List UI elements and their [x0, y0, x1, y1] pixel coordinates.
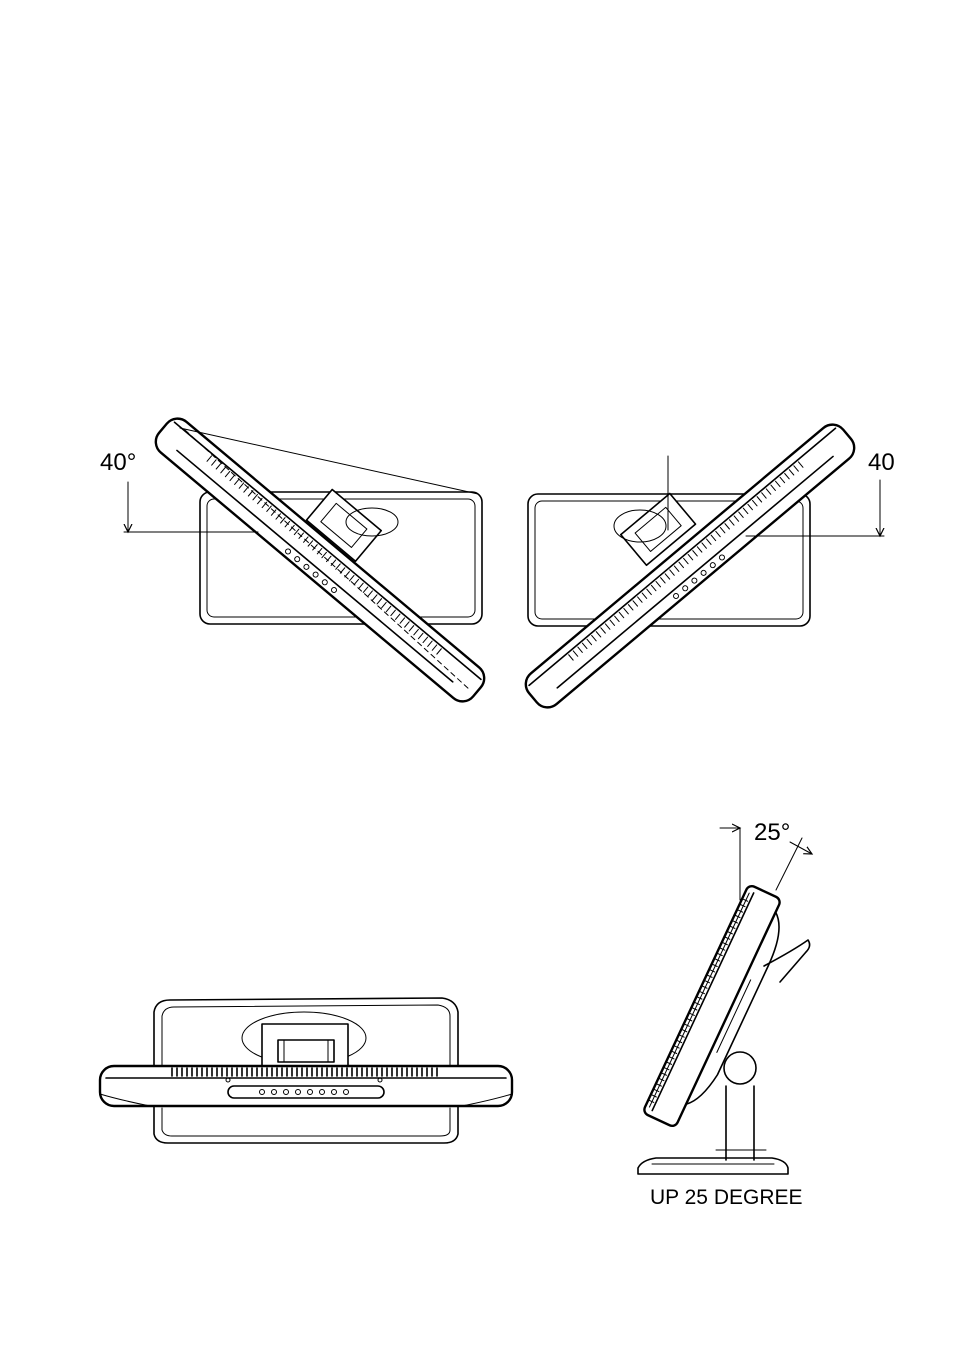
tilt-side-monitor [638, 828, 812, 1174]
top-view-monitor [100, 998, 512, 1143]
right-swivel-monitor [520, 419, 884, 713]
left-swivel-monitor [124, 413, 490, 707]
